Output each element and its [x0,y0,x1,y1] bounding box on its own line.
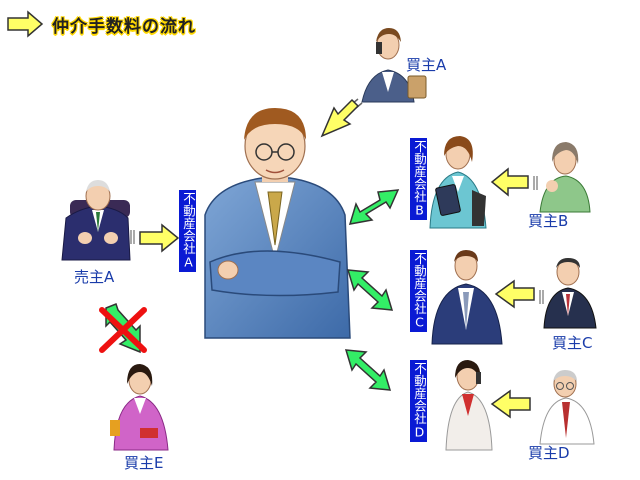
title-arrow-icon [7,10,44,38]
agency-a-box: 不動産会社A [179,190,196,272]
crossed-arrow-seller-buyer-e [99,303,147,354]
buyer-d-figure [539,370,595,445]
arrow-buyer-c-to-agency-c [494,279,535,309]
central-agent-figure [204,108,351,339]
agency-d-staff-figure [445,360,493,451]
arrow-buyer-a-to-agent [320,98,360,138]
buyer-e-label: 買主E [124,454,164,472]
double-arrow-agent-agency-d [344,349,392,391]
buyer-c-label: 買主C [552,334,593,352]
seller-a-label: 売主A [74,268,115,286]
agency-c-box: 不動産会社C [410,250,427,332]
buyer-a-label: 買主A [406,56,447,74]
buyer-d-label: 買主D [528,444,570,462]
agency-d-box: 不動産会社D [410,360,427,442]
buyer-c-figure [539,258,597,329]
arrow-buyer-d-to-agency-d [490,389,531,419]
buyer-e-figure [110,364,169,451]
double-arrow-agent-agency-c [346,269,394,311]
title-arrow-spacer [6,24,44,25]
buyer-a-figure [351,28,427,109]
seller-a-figure [61,180,135,261]
double-arrow-agent-agency-b [348,189,400,225]
agency-b-staff-figure [429,136,487,229]
diagram-title: 仲介手数料の流れ [6,10,196,38]
arrow-buyer-b-to-agency-b [490,167,529,197]
arrow-seller-to-agency-a [139,223,180,253]
title-text: 仲介手数料の流れ [52,16,196,37]
agency-b-box: 不動産会社B [410,138,427,220]
buyer-b-figure [533,142,591,213]
agency-c-staff-figure [431,250,503,345]
buyer-b-label: 買主B [528,212,569,230]
